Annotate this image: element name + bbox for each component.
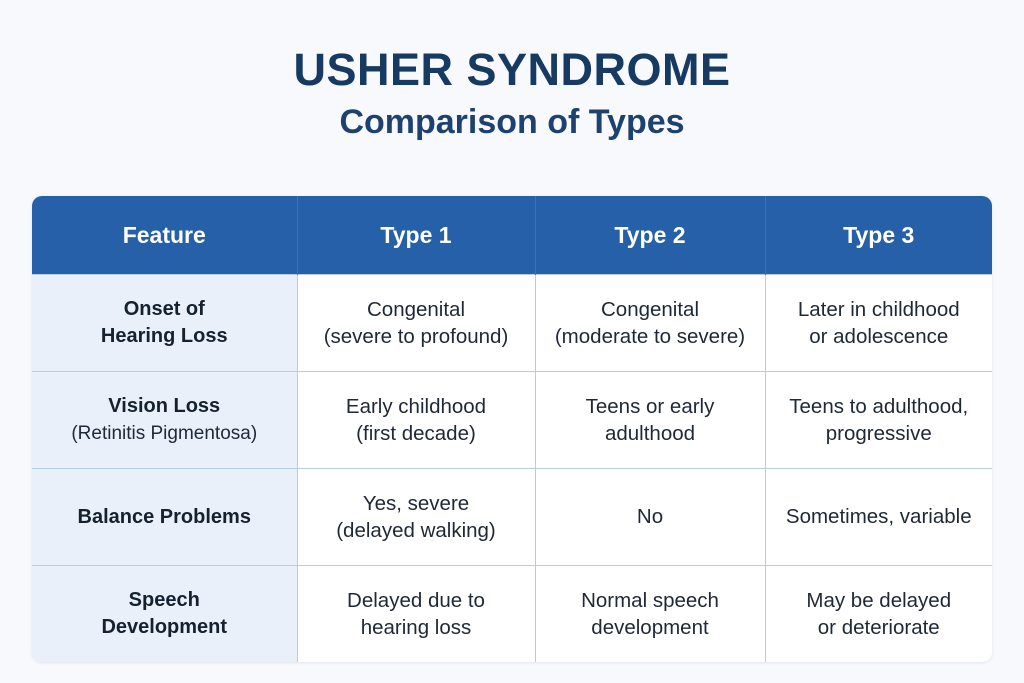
- table-header-row: Feature Type 1 Type 2 Type 3: [32, 196, 992, 275]
- cell-line-1: Early childhood: [345, 394, 487, 418]
- table-header: Feature Type 1 Type 2 Type 3: [32, 196, 992, 275]
- feature-line-1: Onset of: [123, 298, 205, 321]
- cell-type2-vision: Teens or early adulthood: [535, 371, 766, 469]
- table-row: Vision Loss (Retinitis Pigmentosa) Early…: [32, 371, 992, 469]
- column-header-feature: Feature: [32, 196, 298, 275]
- feature-label-vision-loss: Vision Loss (Retinitis Pigmentosa): [32, 371, 298, 469]
- cell-line-2: or deteriorate: [817, 616, 940, 639]
- cell-line-1: Later in childhood: [797, 297, 960, 321]
- feature-line-1: Balance Problems: [77, 505, 251, 528]
- cell-line-2: progressive: [825, 422, 932, 445]
- cell-line-1: Yes, severe: [362, 491, 470, 515]
- feature-line-1: Speech: [128, 589, 200, 612]
- cell-type1-speech: Delayed due to hearing loss: [297, 565, 536, 662]
- column-header-type-3: Type 3: [765, 196, 992, 275]
- cell-line-2: (moderate to severe): [554, 325, 746, 348]
- cell-line-2: hearing loss: [360, 616, 472, 639]
- cell-type3-speech: May be delayed or deteriorate: [765, 565, 992, 662]
- cell-line-1: Sometimes, variable: [785, 505, 972, 529]
- cell-type3-balance: Sometimes, variable: [765, 468, 992, 566]
- feature-line-1: Vision Loss: [108, 395, 221, 418]
- comparison-table: Feature Type 1 Type 2 Type 3 Onset of He…: [32, 196, 992, 662]
- cell-type2-speech: Normal speech development: [535, 565, 766, 662]
- cell-type2-balance: No: [535, 468, 766, 566]
- table-row: Onset of Hearing Loss Congenital (severe…: [32, 274, 992, 372]
- cell-line-2: or adolescence: [809, 325, 949, 348]
- cell-line-1: Teens or early: [585, 394, 715, 418]
- feature-sublabel: (Retinitis Pigmentosa): [71, 423, 258, 445]
- cell-line-1: No: [636, 505, 664, 529]
- cell-type1-balance: Yes, severe (delayed walking): [297, 468, 536, 566]
- cell-type3-onset: Later in childhood or adolescence: [765, 274, 992, 372]
- cell-line-1: Delayed due to: [347, 588, 485, 612]
- cell-line-1: Teens to adulthood,: [789, 394, 969, 418]
- cell-line-2: adulthood: [604, 422, 696, 445]
- column-header-type-1: Type 1: [297, 196, 536, 275]
- feature-label-speech-development: Speech Development: [32, 565, 298, 662]
- cell-line-2: (delayed walking): [336, 519, 496, 542]
- cell-line-2: development: [591, 616, 709, 639]
- feature-line-2: Hearing Loss: [100, 325, 228, 347]
- heading-block: USHER SYNDROME Comparison of Types: [0, 0, 1024, 142]
- feature-label-onset-of-hearing-loss: Onset of Hearing Loss: [32, 274, 298, 372]
- page-subtitle: Comparison of Types: [339, 103, 685, 142]
- cell-type2-onset: Congenital (moderate to severe): [535, 274, 766, 372]
- column-header-type-2: Type 2: [535, 196, 766, 275]
- cell-type3-vision: Teens to adulthood, progressive: [765, 371, 992, 469]
- page-title: USHER SYNDROME: [293, 44, 731, 95]
- cell-type1-vision: Early childhood (first decade): [297, 371, 536, 469]
- cell-line-2: (severe to profound): [323, 325, 509, 348]
- table-row: Balance Problems Yes, severe (delayed wa…: [32, 468, 992, 566]
- cell-type1-onset: Congenital (severe to profound): [297, 274, 536, 372]
- cell-line-1: Congenital: [600, 297, 699, 321]
- table-row: Speech Development Delayed due to hearin…: [32, 565, 992, 662]
- feature-label-balance-problems: Balance Problems: [32, 468, 298, 566]
- cell-line-1: May be delayed: [806, 588, 952, 612]
- cell-line-1: Normal speech: [581, 588, 719, 612]
- cell-line-1: Congenital: [366, 297, 465, 321]
- feature-line-2: Development: [101, 616, 228, 638]
- cell-line-2: (first decade): [356, 422, 476, 445]
- table-body: Onset of Hearing Loss Congenital (severe…: [32, 274, 992, 662]
- comparison-table-container: Feature Type 1 Type 2 Type 3 Onset of He…: [32, 196, 992, 662]
